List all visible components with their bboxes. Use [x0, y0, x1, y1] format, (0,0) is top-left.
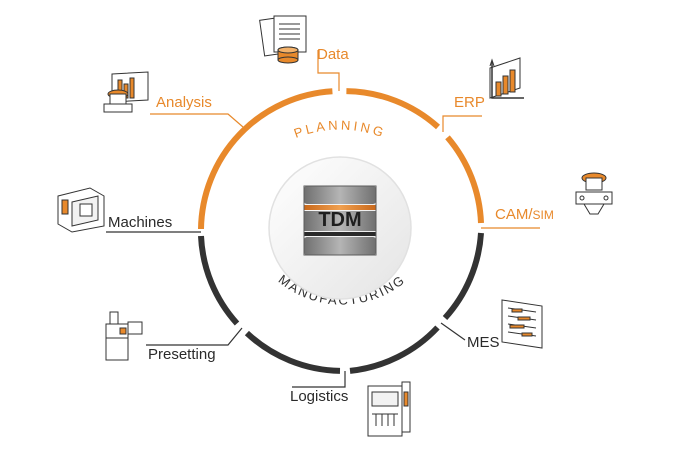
planning-arc-label: PLANNING [292, 118, 388, 141]
ring-segment-erp-cam [445, 135, 484, 224]
data-documents-icon [259, 15, 307, 64]
leader-mes [440, 322, 466, 341]
leader-data [317, 50, 340, 91]
module-label-mes: MES [467, 334, 500, 351]
tdm-label: TDM [318, 209, 361, 231]
analysis-icon [103, 71, 149, 113]
cam-tool-icon [575, 172, 613, 215]
module-label-cam: CAM/ [495, 206, 533, 223]
ring-segment-data-erp [346, 88, 441, 130]
machine-tool-icon [57, 187, 105, 233]
erp-chart-icon [489, 57, 524, 99]
ring-segment-machines-presetting [198, 235, 240, 326]
module-label-analysis: Analysis [156, 94, 212, 111]
leader-presetting [146, 327, 243, 346]
module-label-cam-sim: CAM/SIM [495, 207, 554, 223]
module-label-presetting: Presetting [148, 346, 216, 363]
module-label-sim: SIM [532, 208, 554, 222]
ring-segment-logistics-mes [349, 325, 440, 374]
planning-text: PLANNING [292, 118, 385, 141]
database-icon [303, 185, 377, 256]
mes-gantt-icon [501, 299, 543, 349]
presetting-device-icon [105, 311, 143, 361]
logistics-cabinet-icon [367, 381, 411, 437]
module-label-machines: Machines [108, 214, 173, 231]
ring-segment-analysis-data [198, 88, 333, 230]
planning-ring [198, 88, 484, 230]
leader-analysis [150, 113, 244, 128]
manufacturing-ring [198, 232, 484, 374]
leader-erp [442, 115, 482, 132]
ring-segment-presetting-logistics [244, 330, 341, 374]
module-label-erp: ERP [454, 94, 485, 111]
leader-lines [106, 50, 540, 388]
ring-segment-mes-cam [442, 232, 484, 321]
leader-logistics [292, 371, 346, 388]
tdm-hub: TDM [268, 156, 412, 300]
module-label-data: Data [317, 46, 349, 63]
module-label-logistics: Logistics [290, 388, 349, 405]
